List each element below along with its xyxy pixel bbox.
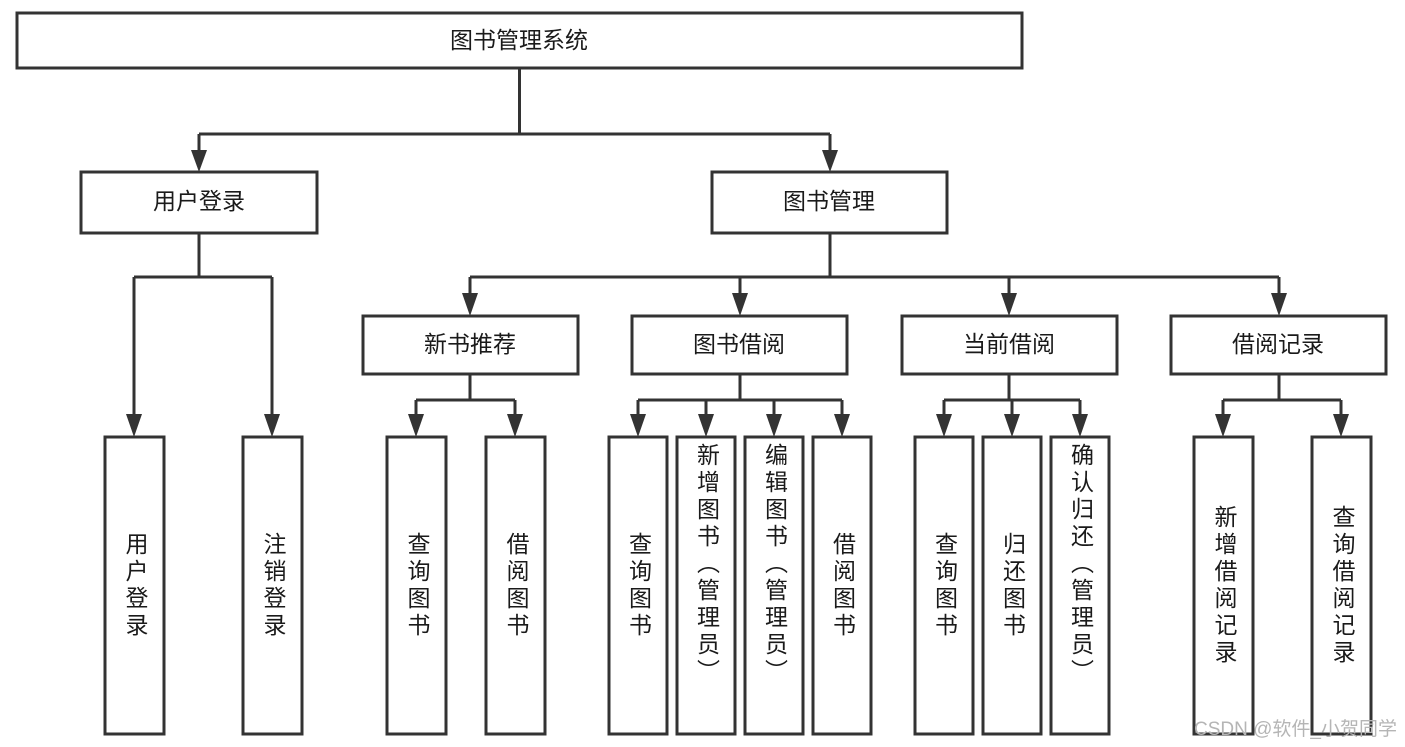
connectors <box>126 68 1349 437</box>
node-box-leaf-bb-1[interactable] <box>675 435 737 736</box>
node-box-leaf-ul-0[interactable] <box>103 435 166 736</box>
node-box-root[interactable] <box>15 11 1024 70</box>
leaf-label-add-book-admin: 新增图书（管理员） <box>693 443 720 686</box>
leaf-label-borrow-book-nb: 借阅图书 <box>503 531 529 640</box>
arrowhead-bb-leaf3 <box>766 414 782 437</box>
label-current-borrow: 当前借阅 <box>963 331 1055 357</box>
leaf-bb-2[interactable]: 编辑图书（管理员） <box>745 443 803 734</box>
node-box-leaf-cb-2[interactable] <box>1049 435 1111 736</box>
node-box-leaf-cb-0[interactable] <box>913 435 975 736</box>
leaf-bb-0[interactable]: 查询图书 <box>609 437 667 734</box>
leaf-label-edit-book-admin: 编辑图书（管理员） <box>761 443 788 686</box>
csdn-watermark: CSDN @软件_小贺同学 <box>1194 719 1397 740</box>
leaf-bb-3[interactable]: 借阅图书 <box>813 437 871 734</box>
node-box-borrow-record[interactable] <box>1169 314 1388 376</box>
leaf-label-query-book-bb: 查询图书 <box>625 531 652 640</box>
node-box-leaf-br-1[interactable] <box>1310 435 1373 736</box>
arrowhead-cb-leaf2 <box>1004 414 1020 437</box>
leaf-nb-1[interactable]: 借阅图书 <box>486 437 545 734</box>
label-book-manage: 图书管理 <box>783 188 875 214</box>
leaf-label-confirm-return-admin: 确认归还（管理员） <box>1067 443 1094 686</box>
leaf-label-query-book-nb: 查询图书 <box>404 531 430 640</box>
node-box-leaf-bb-0[interactable] <box>607 435 669 736</box>
leaf-label-user-login: 用户登录 <box>122 531 148 640</box>
arrowhead-current-borrow <box>1001 293 1017 316</box>
label-user-login: 用户登录 <box>153 188 245 214</box>
arrowhead-new-book <box>462 293 478 316</box>
leaf-label-return-book: 归还图书 <box>999 531 1026 640</box>
node-box-book-manage[interactable] <box>710 170 949 235</box>
node-box-user-login[interactable] <box>79 170 319 235</box>
leaf-cb-1[interactable]: 归还图书 <box>983 437 1041 734</box>
arrowhead-book-borrow <box>732 293 748 316</box>
arrowhead-user-login <box>191 150 207 172</box>
arrowhead-nb-leaf2 <box>507 414 523 437</box>
node-boxes <box>15 11 1388 736</box>
leaf-cb-0[interactable]: 查询图书 <box>915 437 973 734</box>
leaf-br-1[interactable]: 查询借阅记录 <box>1312 437 1371 734</box>
leaf-label-logout: 注销登录 <box>260 531 286 640</box>
arrowhead-cb-leaf3 <box>1072 414 1088 437</box>
arrowhead-cb-leaf1 <box>936 414 952 437</box>
node-box-leaf-bb-2[interactable] <box>743 435 805 736</box>
node-labels-horizontal: 图书管理系统 用户登录 图书管理 新书推荐 图书借阅 当前借阅 借阅记录 <box>153 27 1324 357</box>
leaf-label-query-book-cb: 查询图书 <box>931 531 958 640</box>
node-box-current-borrow[interactable] <box>900 314 1119 376</box>
arrowhead-br-leaf2 <box>1333 414 1349 437</box>
arrowhead-nb-leaf1 <box>408 414 424 437</box>
arrowhead-bb-leaf4 <box>834 414 850 437</box>
node-box-leaf-cb-1[interactable] <box>981 435 1043 736</box>
label-borrow-record: 借阅记录 <box>1232 331 1324 357</box>
leaf-label-borrow-book-bb: 借阅图书 <box>829 531 856 640</box>
node-box-book-borrow[interactable] <box>630 314 849 376</box>
leaf-nb-0[interactable]: 查询图书 <box>387 437 446 734</box>
node-box-leaf-br-0[interactable] <box>1192 435 1255 736</box>
leaf-ul-0[interactable]: 用户登录 <box>105 437 164 734</box>
leaf-br-0[interactable]: 新增借阅记录 <box>1194 437 1253 734</box>
node-box-leaf-nb-1[interactable] <box>484 435 547 736</box>
leaf-bb-1[interactable]: 新增图书（管理员） <box>677 443 735 734</box>
arrowhead-bb-leaf2 <box>698 414 714 437</box>
leaf-cb-2[interactable]: 确认归还（管理员） <box>1051 443 1109 734</box>
arrowhead-ul-leaf2 <box>264 414 280 437</box>
node-box-leaf-nb-0[interactable] <box>385 435 448 736</box>
arrowhead-book-manage <box>822 150 838 172</box>
arrowhead-borrow-record <box>1271 293 1287 316</box>
arrowhead-bb-leaf1 <box>630 414 646 437</box>
node-box-leaf-bb-3[interactable] <box>811 435 873 736</box>
arrowhead-br-leaf1 <box>1215 414 1231 437</box>
label-new-book-recommend: 新书推荐 <box>424 331 516 357</box>
label-book-borrow: 图书借阅 <box>693 331 785 357</box>
node-box-leaf-ul-1[interactable] <box>241 435 304 736</box>
node-box-new-book-recommend[interactable] <box>361 314 580 376</box>
leaf-ul-1[interactable]: 注销登录 <box>243 437 302 734</box>
leaf-label-add-borrow-record: 新增借阅记录 <box>1211 504 1237 667</box>
leaf-label-query-borrow-record: 查询借阅记录 <box>1329 504 1355 667</box>
arrowhead-ul-leaf1 <box>126 414 142 437</box>
label-root: 图书管理系统 <box>450 27 588 53</box>
